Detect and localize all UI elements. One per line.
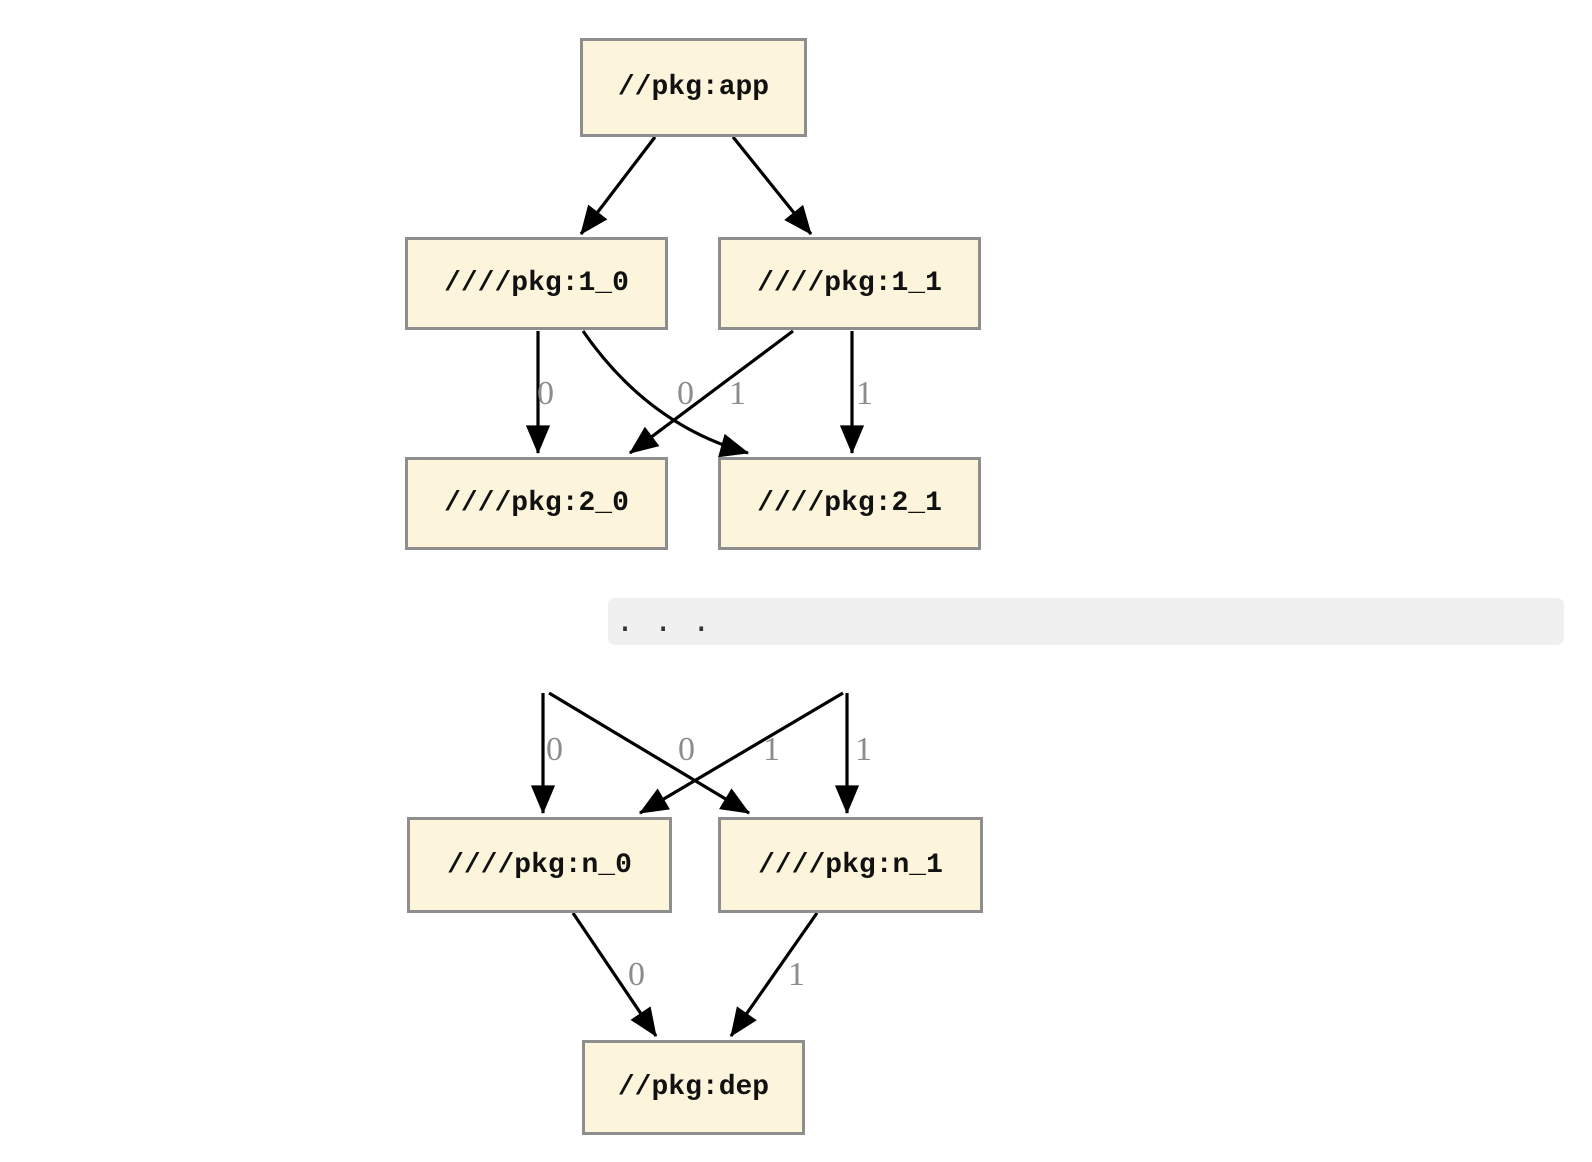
edge-label: 0 [546, 731, 563, 768]
edge-1_0-to-2_1 [581, 330, 750, 458]
node-label: ////pkg:1_1 [757, 268, 942, 299]
node-pkg-dep: //pkg:dep [582, 1040, 805, 1135]
ellipsis-band: . . . [608, 598, 1564, 645]
node-label: //pkg:app [617, 72, 770, 103]
node-label: ////pkg:n_0 [447, 849, 632, 881]
edge-hidden-right-to-n_0 [639, 691, 844, 815]
node-pkg-1_0: ////pkg:1_0 [405, 237, 668, 330]
node-label: //pkg:dep [617, 1072, 770, 1103]
node-pkg-n_0: ////pkg:n_0 [407, 817, 672, 913]
edge-label: 1 [763, 731, 780, 768]
ellipsis-text: . . . [616, 604, 712, 639]
node-pkg-2_1: ////pkg:2_1 [718, 457, 981, 550]
edge-label: 1 [729, 375, 746, 412]
node-label: ////pkg:2_1 [757, 488, 942, 519]
edge-label: 1 [855, 731, 872, 768]
edge-1_1-to-2_0 [629, 329, 794, 455]
edge-n_1-to-dep [729, 912, 819, 1037]
node-label: ////pkg:1_0 [444, 268, 629, 299]
edge-label: 1 [856, 375, 873, 412]
node-label: ////pkg:2_0 [444, 488, 629, 519]
edge-label: 0 [678, 731, 695, 768]
node-pkg-app: //pkg:app [580, 38, 807, 137]
edge-app-to-1_0 [579, 136, 657, 235]
edge-label: 0 [537, 375, 554, 412]
node-pkg-2_0: ////pkg:2_0 [405, 457, 668, 550]
edge-n_0-to-dep [571, 912, 658, 1037]
node-pkg-n_1: ////pkg:n_1 [718, 817, 983, 913]
edge-hidden-left-to-n_1 [548, 691, 750, 815]
node-label: ////pkg:n_1 [758, 849, 943, 881]
edge-label: 0 [628, 956, 645, 993]
edge-label: 0 [677, 375, 694, 412]
node-pkg-1_1: ////pkg:1_1 [718, 237, 981, 330]
edge-label: 1 [788, 956, 805, 993]
edge-app-to-1_1 [731, 135, 813, 236]
